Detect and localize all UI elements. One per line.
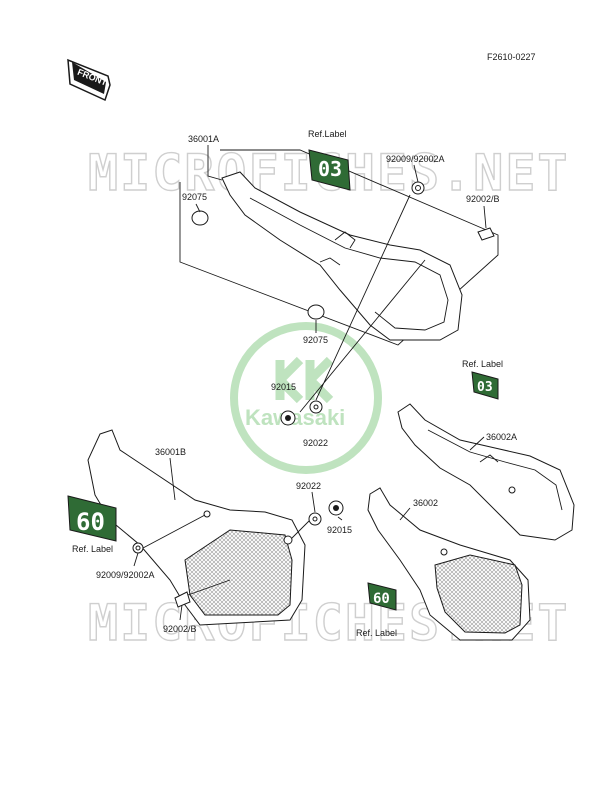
- label-ref-label-top: Ref.Label: [308, 129, 347, 139]
- label-92075-mid: 92075: [303, 335, 328, 345]
- label-92002B-left: 92002/B: [163, 624, 197, 634]
- decal-60-bottom-text: 60: [373, 591, 390, 607]
- label-36001A: 36001A: [188, 134, 219, 144]
- decal-03-top: 03: [308, 149, 351, 191]
- label-92075-top: 92075: [182, 192, 207, 202]
- leader-92002B-left: [179, 579, 231, 621]
- label-36002: 36002: [413, 498, 438, 508]
- washer-92022-mid: [308, 512, 322, 526]
- side-cover-36002A: [397, 403, 575, 541]
- washer-92022-top: [309, 400, 323, 414]
- label-92002B-top: 92002/B: [466, 194, 500, 204]
- grommet-92075-mid: [307, 304, 325, 320]
- decal-60-left-text: 60: [76, 508, 105, 536]
- leader-36001B: [169, 457, 176, 501]
- label-92015-mid: 92015: [327, 525, 352, 535]
- side-cover-36001A: [221, 171, 463, 341]
- side-cover-36001B: [87, 429, 306, 626]
- leader-collar-line: [299, 194, 426, 413]
- collar-92015-top: [280, 410, 296, 426]
- bolt-92002B-top: [477, 227, 495, 241]
- side-cover-36002-mesh: [434, 554, 523, 634]
- leader-92009-left: [133, 514, 206, 567]
- label-36002A: 36002A: [486, 432, 517, 442]
- kawasaki-watermark-logo: Kawasaki: [230, 322, 382, 474]
- bolt-92009-top: [411, 181, 425, 195]
- label-92015-top: 92015: [271, 382, 296, 392]
- label-ref-label-mid: Ref. Label: [462, 359, 503, 369]
- figure-code: F2610-0227: [487, 52, 536, 62]
- group-frame: [179, 149, 499, 346]
- label-92009-left: 92009/92002A: [96, 570, 155, 580]
- bolt-92002B-left: [174, 591, 191, 608]
- leader-36001A: [207, 145, 223, 181]
- decal-03-right-text: 03: [477, 380, 493, 395]
- leader-92009-top: [413, 164, 419, 183]
- decal-03-top-text: 03: [318, 157, 342, 181]
- decal-03-right: 03: [471, 371, 499, 400]
- label-ref-label-left: Ref. Label: [72, 544, 113, 554]
- grommet-92075-top: [191, 210, 209, 226]
- leader-36002A: [469, 436, 485, 451]
- side-cover-36002: [367, 487, 531, 641]
- side-cover-36001B-mesh: [184, 529, 293, 616]
- label-92022-mid: 92022: [296, 481, 321, 491]
- bolt-92009-left: [132, 542, 144, 554]
- decal-60-left: 60: [67, 495, 117, 542]
- label-36001B: 36001B: [155, 447, 186, 457]
- front-arrow-tag: FRONT: [67, 58, 111, 102]
- label-ref-label-bottom: Ref. Label: [356, 628, 397, 638]
- leader-mid-fasteners: [291, 491, 343, 539]
- collar-92015-mid: [328, 500, 344, 516]
- label-92022-top: 92022: [303, 438, 328, 448]
- label-92009-top: 92009/92002A: [386, 154, 445, 164]
- leader-92075-top: [195, 203, 201, 213]
- decal-60-bottom: 60: [367, 582, 397, 611]
- leader-36002: [399, 507, 411, 521]
- leader-92002B-top: [483, 205, 487, 229]
